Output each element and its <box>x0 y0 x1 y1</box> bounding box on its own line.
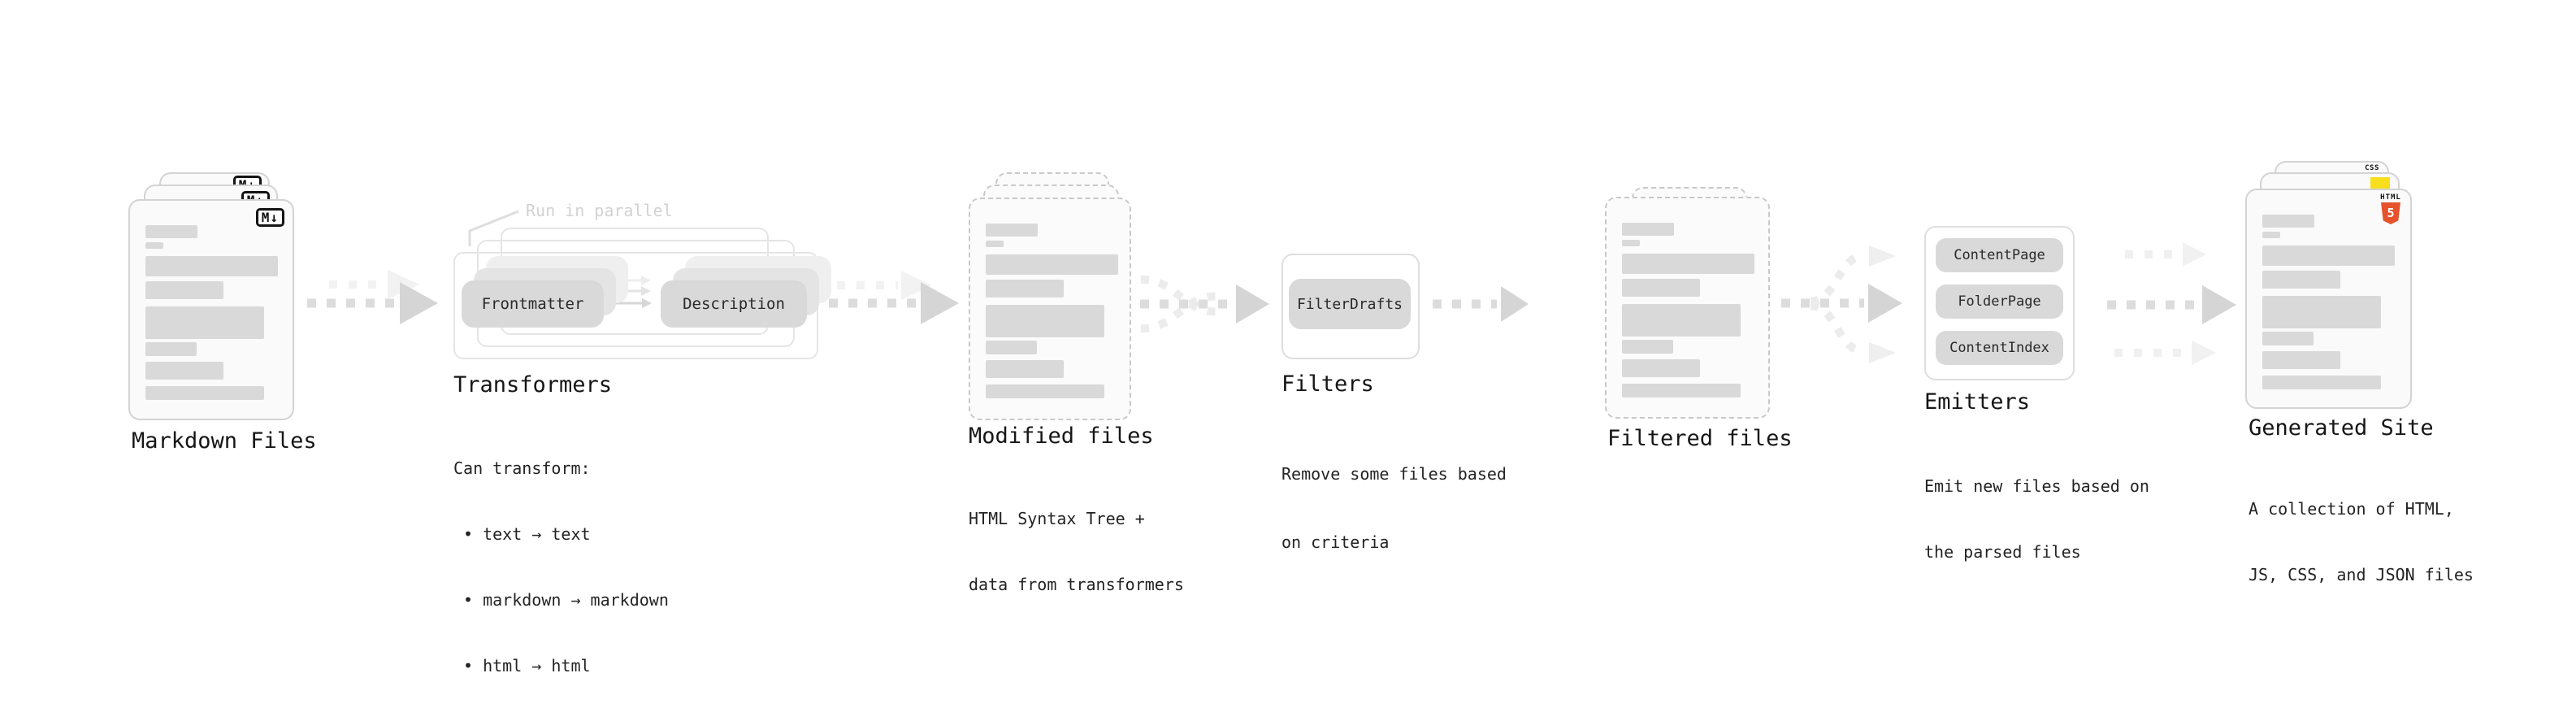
filters-label: Filters <box>1281 371 1374 397</box>
placeholder-bar <box>1622 279 1700 297</box>
placeholder-bar <box>986 241 1004 247</box>
placeholder-bar <box>1622 304 1741 337</box>
placeholder-bar <box>986 360 1064 378</box>
generated-file-card-front: HTML 5 <box>2245 189 2412 409</box>
modified-files-label: Modified files <box>969 423 1154 449</box>
placeholder-bar <box>2262 215 2314 228</box>
markdown-icon: M↓ <box>255 208 284 227</box>
flow-arrow-filters-to-filtered <box>1433 286 1529 322</box>
generated-site-description: A collection of HTML, JS, CSS, and JSON … <box>2249 454 2474 630</box>
transform-bullet: • text → text <box>463 524 591 544</box>
contentindex-chip: ContentIndex <box>1936 331 2063 365</box>
placeholder-bar <box>1622 223 1674 236</box>
placeholder-bar <box>2262 232 2280 238</box>
css-icon-word: CSS <box>2365 164 2379 172</box>
description-chip: Description <box>661 280 807 328</box>
generated-site-desc-line: JS, CSS, and JSON files <box>2249 565 2474 584</box>
markdown-files-label: Markdown Files <box>132 428 317 454</box>
filters-desc-line: on criteria <box>1281 532 1390 552</box>
placeholder-bar <box>2262 351 2340 369</box>
flow-arrow-emitters-to-generated <box>2107 242 2236 365</box>
folderpage-chip: FolderPage <box>1936 284 2063 319</box>
placeholder-bar <box>145 225 197 238</box>
can-transform-heading: Can transform: <box>453 458 591 478</box>
placeholder-bar <box>145 242 163 249</box>
html5-icon: HTML 5 <box>2379 193 2403 224</box>
placeholder-bar <box>145 362 223 380</box>
filters-description: Remove some files based on criteria <box>1281 417 1507 599</box>
placeholder-bar <box>986 224 1038 237</box>
html5-icon-word: HTML <box>2380 193 2401 202</box>
transformers-description: Can transform: • text → text • markdown … <box>453 414 669 721</box>
placeholder-bar <box>2262 376 2381 389</box>
placeholder-bar <box>986 384 1104 398</box>
pipeline-diagram: M↓ M↓ M↓ Markdown Files Run in parallel … <box>128 161 2474 675</box>
placeholder-bar <box>145 306 264 339</box>
generated-site-label: Generated Site <box>2249 415 2434 441</box>
emitters-description: Emit new files based on the parsed files <box>1924 432 2149 607</box>
emitters-label: Emitters <box>1924 389 2031 415</box>
filterdrafts-chip: FilterDrafts <box>1289 279 1411 329</box>
html5-icon-number: 5 <box>2387 206 2395 220</box>
placeholder-bar <box>145 386 264 400</box>
placeholder-bar <box>145 281 223 299</box>
placeholder-bar <box>1622 359 1700 377</box>
flow-arrow-markdown-to-transformers <box>307 270 438 324</box>
modified-files-desc-line: data from transformers <box>969 575 1184 594</box>
emitters-desc-line: the parsed files <box>1924 542 2081 562</box>
filters-desc-line: Remove some files based <box>1281 464 1507 484</box>
placeholder-bar <box>2262 296 2381 328</box>
placeholder-bar <box>986 254 1118 275</box>
placeholder-bar <box>2262 271 2340 289</box>
transformers-label: Transformers <box>453 372 613 397</box>
flow-arrow-transformers-to-modified <box>829 271 959 324</box>
generated-site-desc-line: A collection of HTML, <box>2249 499 2454 519</box>
filtered-file-card-front <box>1605 197 1770 419</box>
filtered-files-label: Filtered files <box>1607 426 1793 451</box>
placeholder-bar <box>1622 384 1741 397</box>
transform-bullet: • markdown → markdown <box>463 590 669 610</box>
emitters-desc-line: Emit new files based on <box>1924 476 2149 496</box>
placeholder-bar <box>986 341 1037 354</box>
placeholder-bar <box>1622 340 1673 354</box>
flow-arrow-filtered-to-emitters <box>1781 245 1902 363</box>
placeholder-bar <box>1622 240 1640 246</box>
placeholder-bar <box>986 305 1104 337</box>
run-in-parallel-note: Run in parallel <box>526 201 673 220</box>
modified-files-desc-line: HTML Syntax Tree + <box>969 509 1145 528</box>
placeholder-bar <box>986 280 1064 298</box>
flow-arrow-modified-to-filters <box>1140 275 1269 333</box>
placeholder-bar <box>1622 254 1754 274</box>
placeholder-bar <box>2262 245 2395 266</box>
transform-bullet: • html → html <box>463 656 591 675</box>
placeholder-bar <box>2262 332 2314 345</box>
placeholder-bar <box>145 342 197 356</box>
javascript-icon <box>2370 177 2390 192</box>
modified-files-description: HTML Syntax Tree + data from transformer… <box>969 464 1184 640</box>
placeholder-bar <box>145 256 278 276</box>
frontmatter-chip: Frontmatter <box>462 280 604 328</box>
contentpage-chip: ContentPage <box>1936 238 2063 272</box>
modified-file-card-front <box>969 198 1131 420</box>
markdown-file-card-front: M↓ <box>128 199 294 420</box>
html5-icon-shield: 5 <box>2381 202 2400 224</box>
